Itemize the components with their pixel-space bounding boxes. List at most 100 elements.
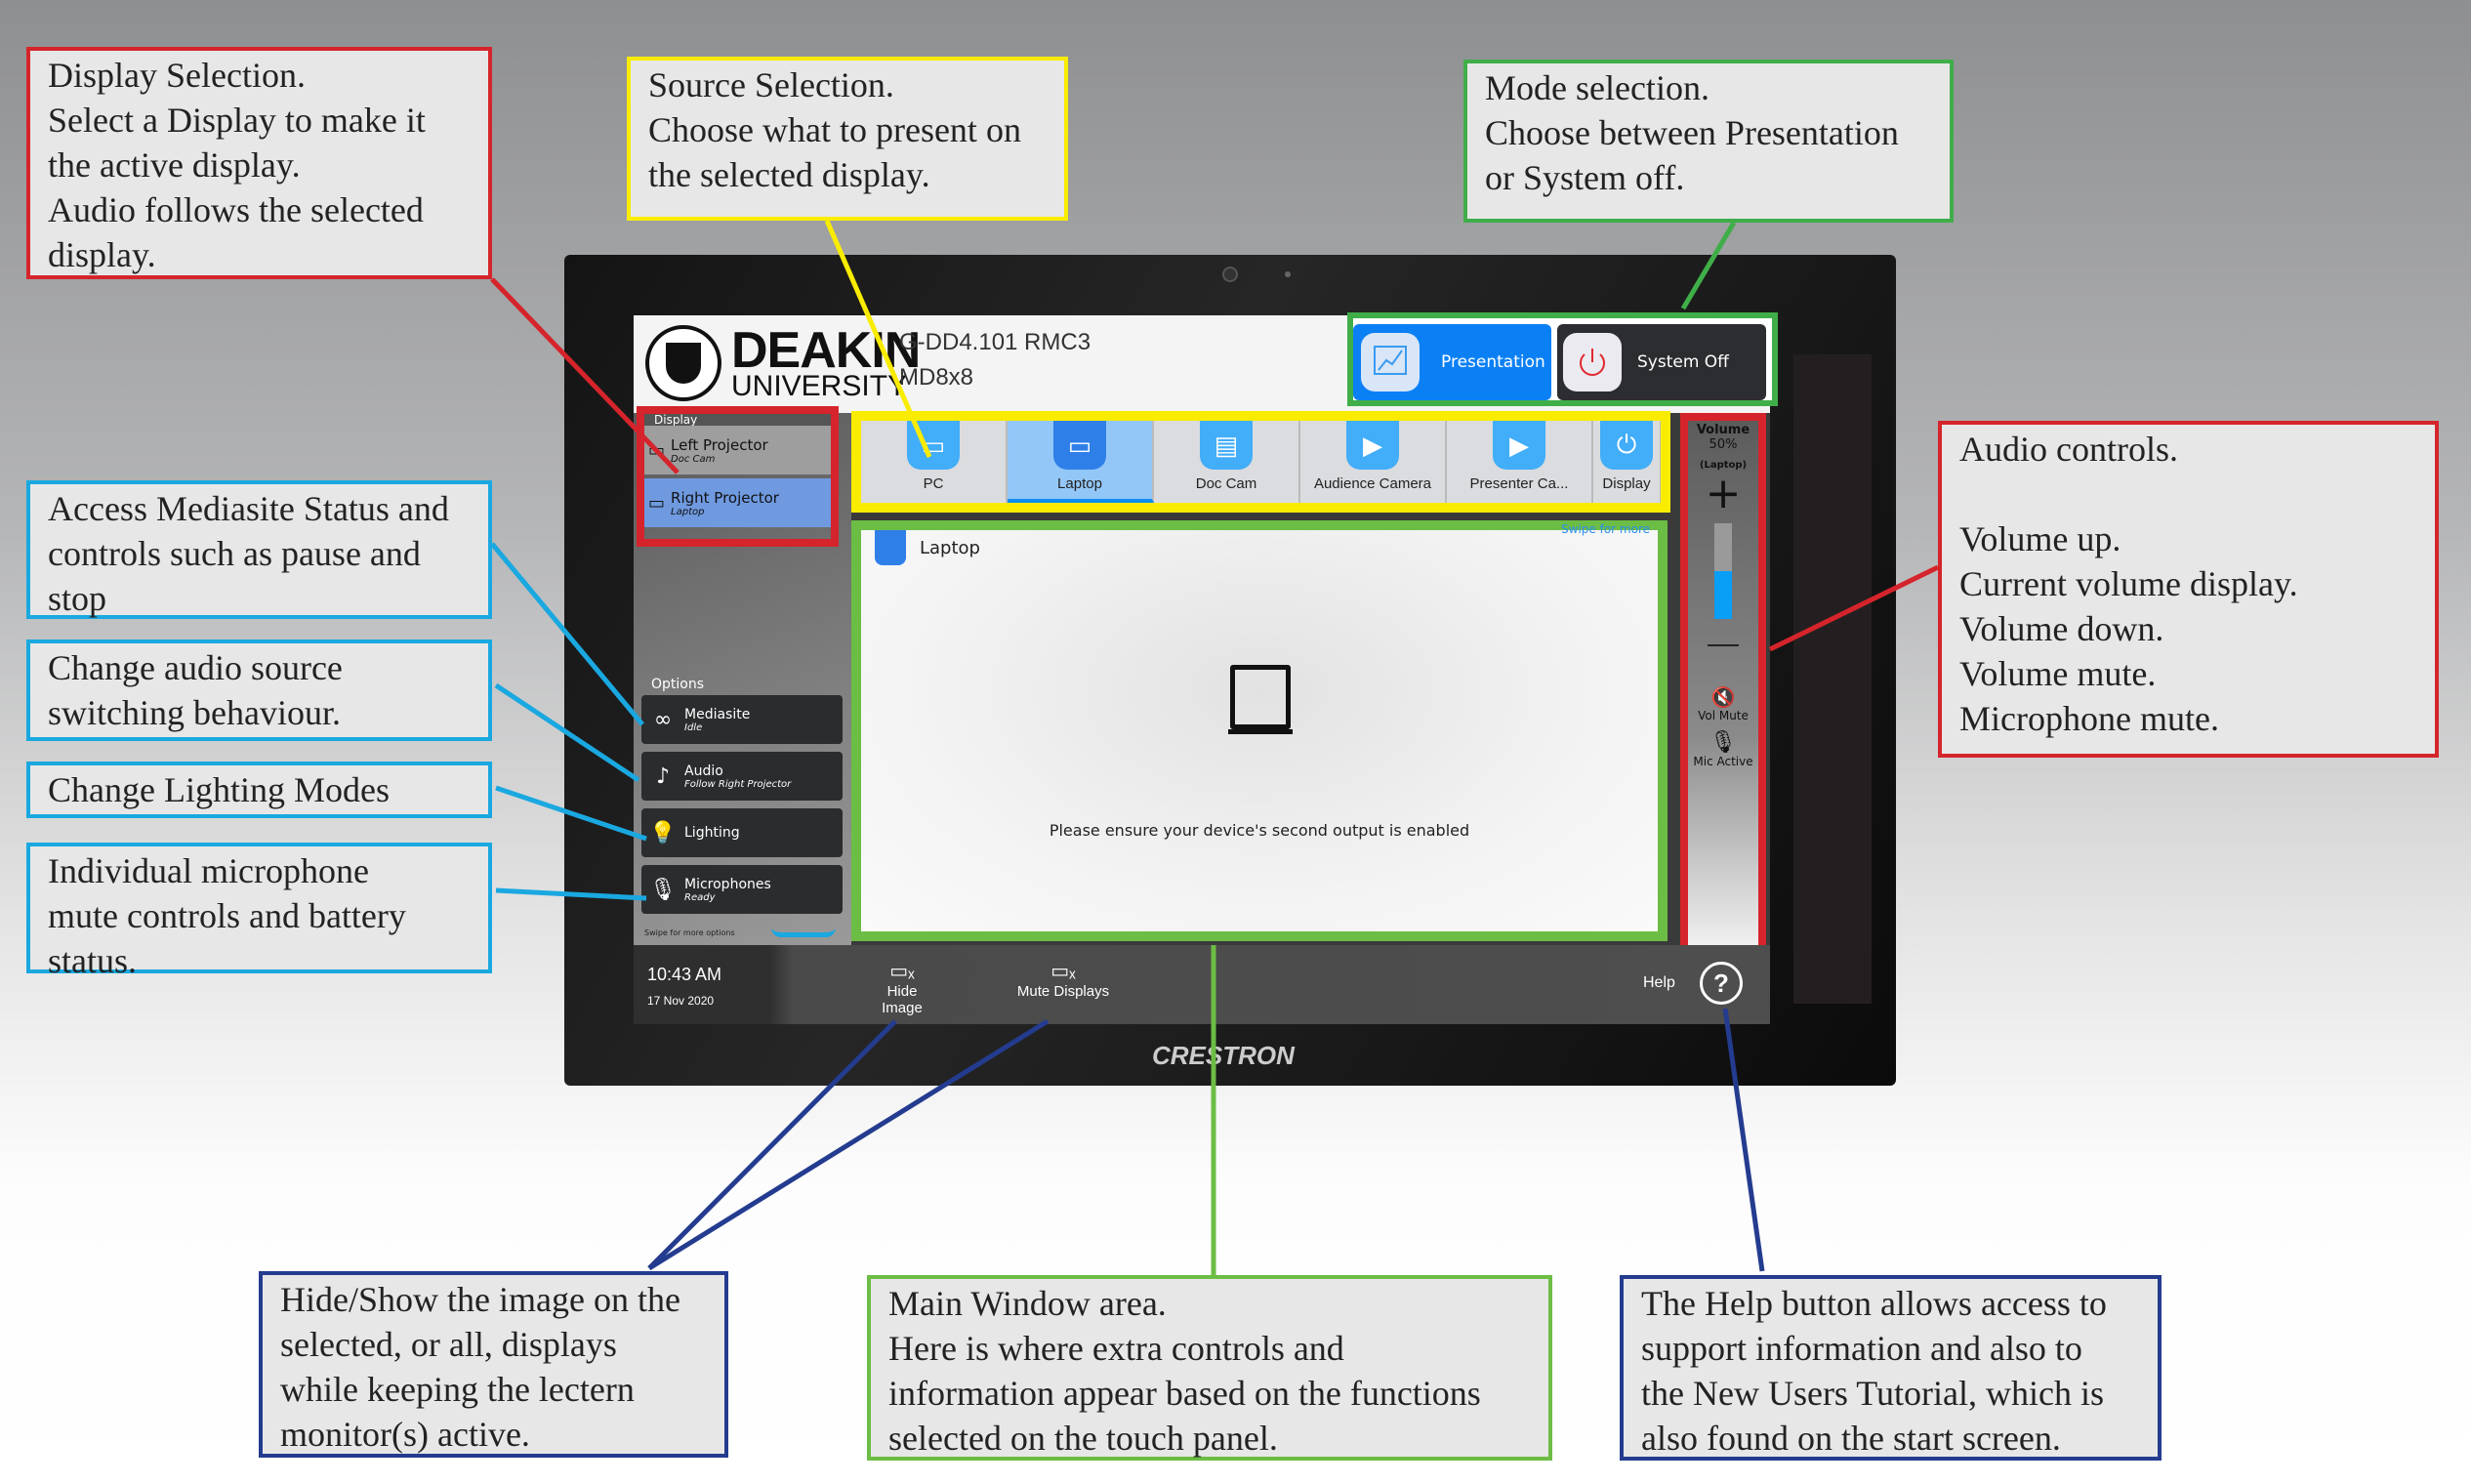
room-name: G-DD4.101 RMC3 <box>899 329 1091 355</box>
source-label: PC <box>923 475 944 492</box>
volume-level: 50% <box>1709 437 1738 452</box>
source-label: Doc Cam <box>1195 475 1257 492</box>
presentation-chart-icon <box>1361 333 1420 392</box>
microphone-icon: 🎙 <box>649 877 677 902</box>
swipe-hint: Swipe for more <box>1561 522 1650 536</box>
callout-microphone: Individual microphone mute controls and … <box>26 843 492 980</box>
camera-icon <box>1222 267 1238 282</box>
lightbulb-icon: 💡 <box>649 820 677 845</box>
system-off-label: System Off <box>1637 352 1729 372</box>
source-pc[interactable]: ▭ PC <box>861 421 1008 503</box>
monitor-x-icon: ▭ₓ <box>1050 961 1076 982</box>
projector-icon: ▭ <box>648 492 666 514</box>
display-heading: Display <box>644 414 831 426</box>
option-status: Ready <box>684 891 716 903</box>
mic-active-label: Mic Active <box>1693 755 1753 768</box>
display-source: Laptop <box>671 506 705 517</box>
callout-mediasite: Access Mediasite Status and controls suc… <box>26 480 492 619</box>
presentation-button[interactable]: Presentation <box>1353 324 1551 400</box>
callout-text: Individual microphone mute controls and … <box>48 851 406 980</box>
option-label: Audio <box>684 763 723 779</box>
source-laptop[interactable]: ▭ Laptop <box>1008 421 1154 503</box>
system-off-button[interactable]: System Off <box>1557 324 1766 400</box>
laptop-icon <box>875 530 906 565</box>
audio-controls: Volume 50% (Laptop) + 🔇 Vol Mute 🎙 Mic A… <box>1680 413 1766 953</box>
microphone-icon[interactable]: 🎙 <box>1709 730 1737 755</box>
logo-subtext: UNIVERSITY <box>731 370 908 402</box>
volume-fill <box>1714 571 1732 619</box>
volume-up-button[interactable]: + <box>1705 469 1742 518</box>
crestron-logo: CRESTRON <box>1152 1041 1295 1070</box>
volume-down-button[interactable] <box>1708 644 1739 646</box>
display-label: Right Projector <box>671 488 779 507</box>
presentation-label: Presentation <box>1441 352 1545 372</box>
callout-text: Access Mediasite Status and controls suc… <box>48 489 449 618</box>
switcher-name: MD8x8 <box>899 364 974 391</box>
source-doc-cam[interactable]: ▤ Doc Cam <box>1154 421 1300 503</box>
side-panel <box>1793 354 1872 1004</box>
monitor-x-icon: ▭ₓ <box>889 961 915 982</box>
source-presenter-camera[interactable]: ▶ Presenter Ca... <box>1447 421 1593 503</box>
document-camera-icon: ▤ <box>1200 421 1253 470</box>
sensor-dot <box>1285 271 1291 277</box>
option-status: Idle <box>684 721 703 733</box>
mute-displays-label: Mute Displays <box>1016 983 1110 1000</box>
options-heading: Options <box>651 677 705 692</box>
source-label: Laptop <box>1057 475 1102 492</box>
callout-text: Change Lighting Modes <box>48 770 390 809</box>
source-audience-camera[interactable]: ▶ Audience Camera <box>1300 421 1447 503</box>
callout-hide-image: Hide/Show the image on the selected, or … <box>259 1271 728 1458</box>
volume-source: (Laptop) <box>1699 460 1748 471</box>
clock-time: 10:43 AM <box>647 965 722 984</box>
main-title: Laptop <box>920 538 980 558</box>
option-label: Lighting <box>684 825 740 841</box>
source-label: Display <box>1602 475 1651 492</box>
source-display[interactable]: ⏻ Display <box>1593 421 1661 503</box>
callout-text: Mode selection. Choose between Presentat… <box>1485 68 1899 197</box>
callout-lighting: Change Lighting Modes <box>26 762 492 818</box>
option-lighting[interactable]: 💡 Lighting <box>641 808 843 857</box>
help-button[interactable]: ? <box>1700 962 1743 1005</box>
main-message: Please ensure your device's second outpu… <box>1049 821 1470 840</box>
option-label: Mediasite <box>684 706 751 722</box>
video-camera-icon: ▶ <box>1493 421 1545 470</box>
power-icon: ⏻ <box>1600 421 1653 470</box>
display-label: Left Projector <box>671 435 768 454</box>
callout-text: The Help button allows access to support… <box>1641 1284 2107 1458</box>
help-label: Help <box>1643 974 1675 991</box>
callout-text: Change audio source switching behaviour. <box>48 648 343 732</box>
laptop-icon: ▭ <box>1053 421 1106 470</box>
music-note-icon: ♪ <box>655 763 671 789</box>
callout-text: Audio controls. Volume up. Current volum… <box>1959 430 2298 738</box>
chevron-down-icon[interactable] <box>771 928 836 937</box>
power-icon <box>1563 333 1622 392</box>
mode-selection: Presentation System Off <box>1347 312 1778 406</box>
speaker-mute-icon[interactable]: 🔇 <box>1710 685 1736 709</box>
source-label: Audience Camera <box>1313 475 1432 492</box>
video-camera-icon: ▶ <box>1346 421 1399 470</box>
deakin-logo-icon <box>645 325 721 401</box>
option-label: Microphones <box>684 876 771 892</box>
callout-audio: Change audio source switching behaviour. <box>26 639 492 741</box>
source-label: Presenter Ca... <box>1469 475 1569 492</box>
main-window: Laptop Swipe for more Please ensure your… <box>851 520 1668 941</box>
callout-text: Source Selection. Choose what to present… <box>648 65 1021 194</box>
volume-slider[interactable] <box>1714 523 1732 619</box>
monitor-icon: ▭ <box>907 421 960 470</box>
callout-audio-controls: Audio controls. Volume up. Current volum… <box>1938 421 2439 758</box>
swipe-hint: Swipe for more options <box>644 928 735 937</box>
callout-text: Display Selection. Select a Display to m… <box>48 56 426 274</box>
projector-icon: ▭ <box>648 439 666 461</box>
option-status: Follow Right Projector <box>684 778 792 790</box>
callout-mode-selection: Mode selection. Choose between Presentat… <box>1463 60 1954 223</box>
callout-display-selection: Display Selection. Select a Display to m… <box>26 47 492 279</box>
volume-label: Volume <box>1696 423 1750 437</box>
